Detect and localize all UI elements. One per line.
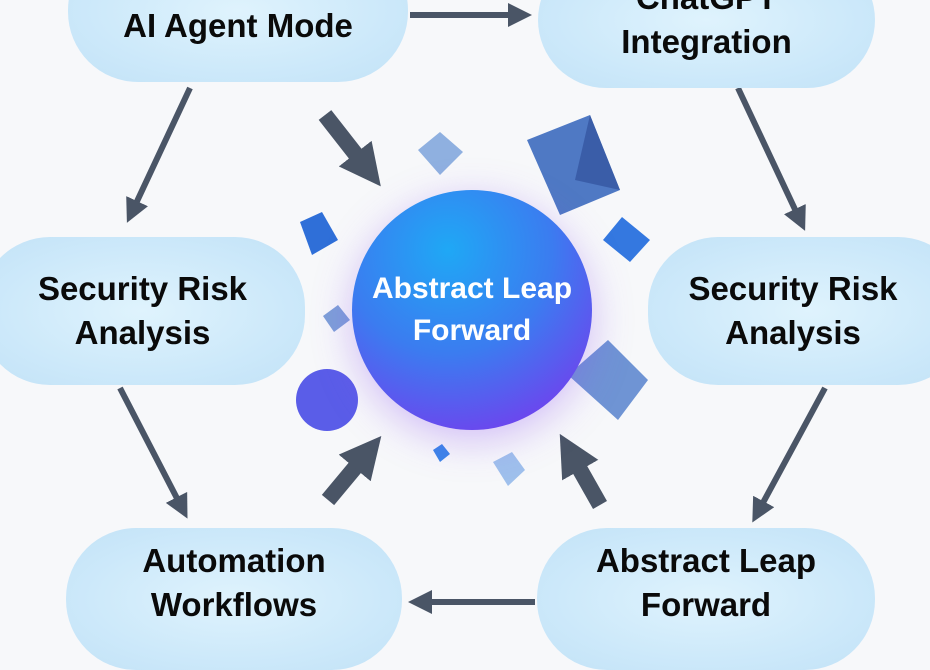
arrow-left-down <box>117 386 188 519</box>
gem-shape <box>433 444 450 462</box>
arrow-top-right-down <box>735 86 806 231</box>
connector-arrows <box>117 3 828 614</box>
sphere-shape <box>296 369 358 431</box>
center-label: Abstract Leap <box>371 272 573 305</box>
node-label: Abstract Leap <box>595 542 817 579</box>
arrow-center-bottom-right <box>559 433 607 509</box>
node-chatgpt-integration: ChatGPT Integration <box>538 0 875 88</box>
gem-shape <box>493 452 525 486</box>
gem-shape <box>323 305 350 332</box>
node-label: Forward <box>640 586 772 623</box>
node-ai-agent-mode: AI Agent Mode <box>68 0 408 82</box>
gem-shape <box>418 132 463 175</box>
arrow-top-left-down <box>126 86 193 223</box>
node-label: Automation <box>142 542 326 579</box>
gem-shape <box>575 115 620 190</box>
decor-shapes <box>296 115 650 486</box>
node-label: Security Risk <box>688 270 898 307</box>
node-label: Analysis <box>725 314 861 351</box>
node-label: Workflows <box>150 586 318 623</box>
arrow-center-top <box>318 110 381 187</box>
gem-shape <box>603 217 650 262</box>
gem-shape <box>300 212 338 255</box>
arrow-center-bottom-left <box>321 436 382 506</box>
node-label: ChatGPT <box>636 0 777 20</box>
node-label: Security Risk <box>37 270 248 307</box>
node-label: Integration <box>621 23 792 60</box>
center-label: Forward <box>412 314 532 347</box>
node-label: Analysis <box>74 314 211 351</box>
node-label: AI Agent Mode <box>123 7 353 44</box>
gem-shape <box>568 340 648 420</box>
arrow-right-down <box>752 386 828 523</box>
